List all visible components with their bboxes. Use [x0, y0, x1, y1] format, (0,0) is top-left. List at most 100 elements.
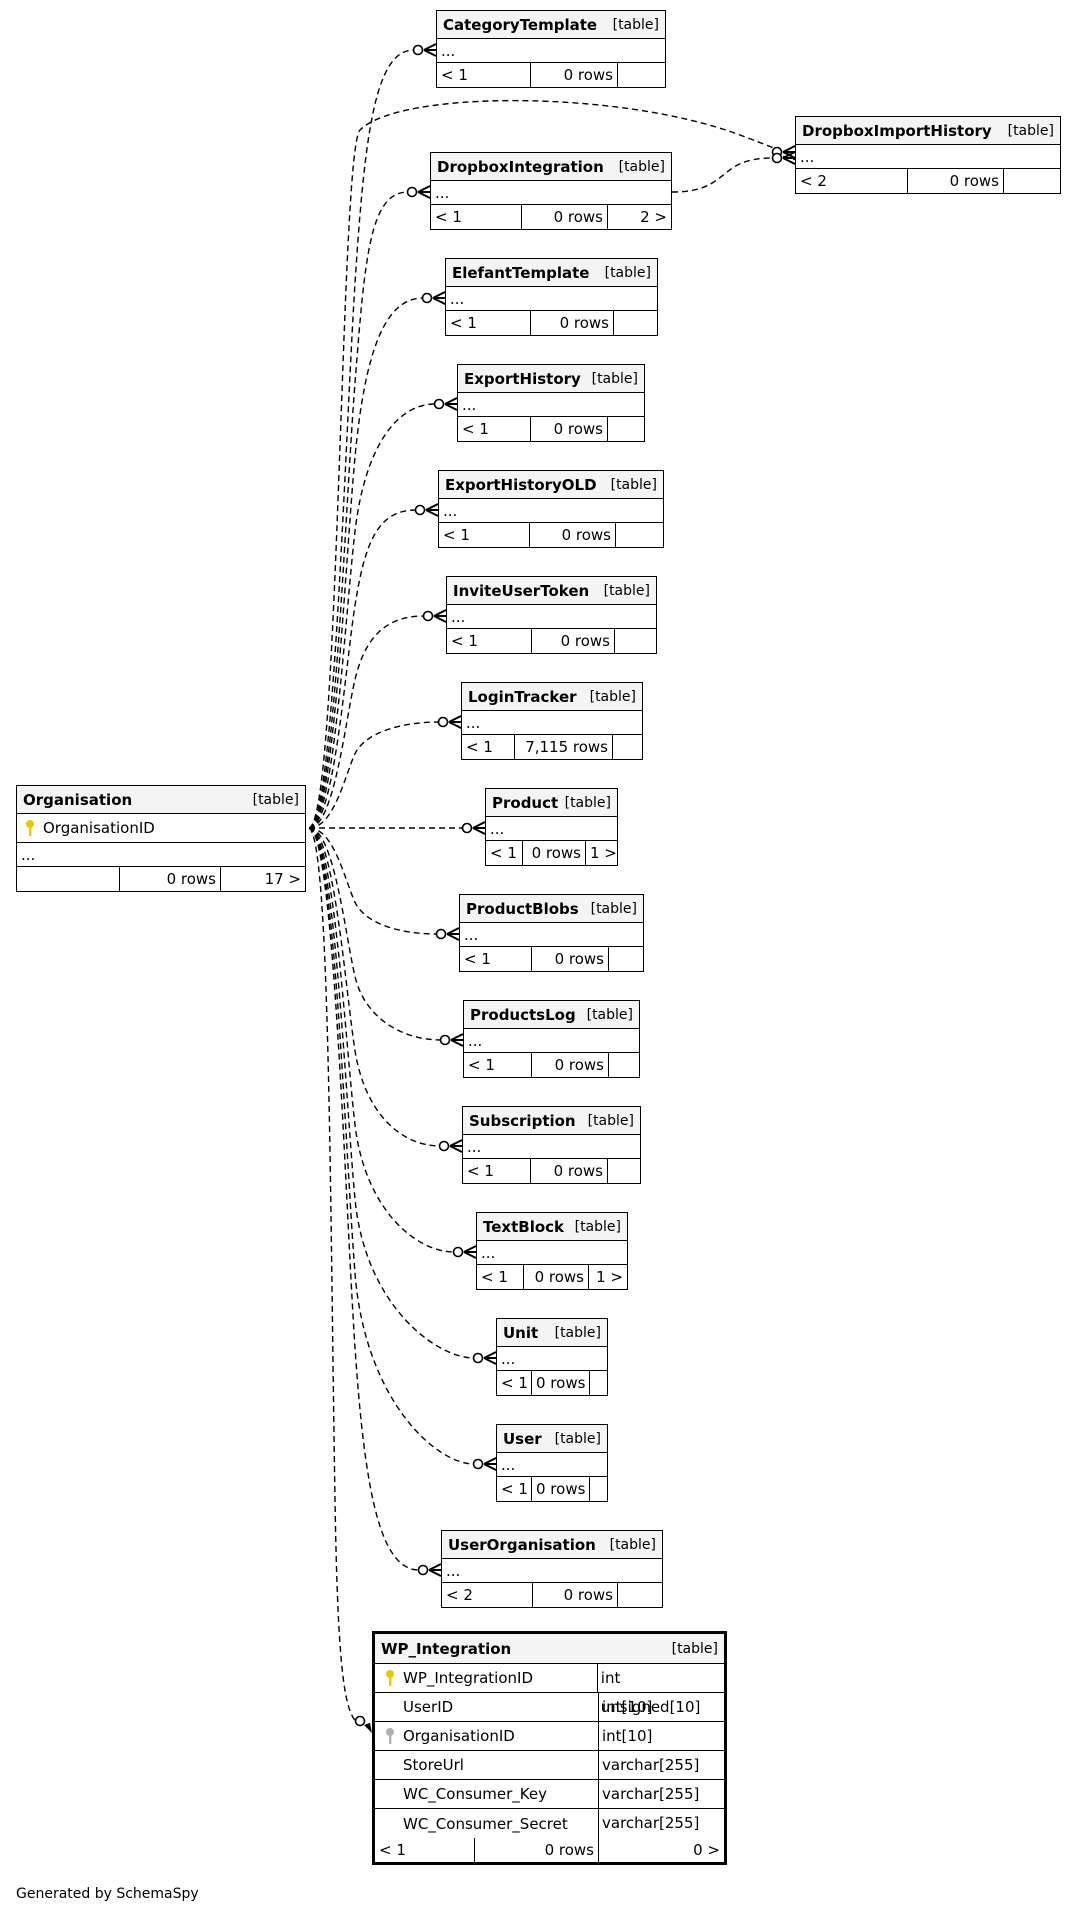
table-organisation[interactable]: Organisation [table] OrganisationID ... … [16, 785, 306, 892]
table-kind: [table] [586, 1006, 633, 1023]
column-name: UserID [403, 1698, 454, 1716]
column-type: int unsigned[10] [600, 1669, 701, 1716]
column-name: OrganisationID [403, 1727, 515, 1745]
foreign-key-icon [383, 1727, 403, 1745]
column-name-cell: WP_IntegrationID [375, 1664, 598, 1692]
more-columns: ... [463, 1135, 640, 1159]
column-name-cell: OrganisationID [375, 1722, 599, 1750]
column-row[interactable]: WP_IntegrationID int unsigned[10] [375, 1664, 724, 1716]
table-kind: [table] [603, 582, 650, 599]
edge-organisation-2-optional-mark [406, 186, 418, 198]
more-columns: ... [437, 39, 665, 63]
edge-dropbox-integration-import-many-mark [782, 151, 796, 165]
column-type: varchar[255] [602, 1756, 700, 1774]
row-count: 0 rows [524, 1265, 589, 1289]
edge-organisation-wp-integration-arrow [364, 1723, 372, 1733]
edge-organisation-13 [308, 827, 475, 1359]
edge-organisation-0-optional-mark [412, 44, 424, 56]
parents-count: < 1 [431, 205, 522, 229]
parents-count: < 2 [796, 169, 908, 193]
column-name: WP_IntegrationID [403, 1669, 534, 1687]
edge-organisation-9-optional-mark [435, 928, 447, 940]
table-kind: [table] [252, 791, 299, 808]
column-type: int[10] [602, 1727, 653, 1745]
table-header: ExportHistoryOLD[table] [439, 471, 663, 499]
column-row[interactable]: OrganisationID int[10] [375, 1722, 724, 1751]
table-header: ProductBlobs[table] [460, 895, 643, 923]
edge-organisation-11-optional-mark [438, 1140, 450, 1152]
table-footer: < 1 0 rows 0 > [375, 1838, 724, 1862]
more-columns: ... [486, 817, 617, 841]
column-name-cell: WC_Consumer_Key [375, 1780, 599, 1808]
column-type: int[10] [602, 1698, 653, 1716]
edge-organisation-15-many-mark [428, 1563, 442, 1577]
column-row[interactable]: UserID int[10] [375, 1693, 724, 1722]
edge-organisation-10 [308, 827, 442, 1041]
row-count: 0 rows [523, 841, 586, 865]
edge-organisation-6 [308, 615, 425, 829]
children-count [608, 1159, 640, 1183]
table-kind: [table] [609, 1536, 656, 1553]
table-kind: [table] [610, 476, 657, 493]
edge-organisation-7-many-mark [448, 715, 462, 729]
edge-organisation-15 [308, 827, 420, 1571]
table-kind: [table] [612, 16, 659, 33]
edge-organisation-12 [308, 827, 455, 1253]
table-header: ExportHistory[table] [458, 365, 644, 393]
children-count [609, 947, 643, 971]
edge-organisation-14-many-mark [483, 1457, 497, 1471]
edge-organisation-wp-integration-optional-mark [354, 1715, 366, 1727]
children-count [590, 1371, 607, 1395]
column-name-cell: WC_Consumer_Secret [375, 1809, 599, 1838]
table-name: DropboxIntegration [437, 157, 604, 176]
table-name: Product [492, 793, 559, 812]
table-name: Unit [503, 1323, 539, 1342]
edge-organisation-3-optional-mark [421, 292, 433, 304]
table-name: ProductsLog [470, 1005, 576, 1024]
generated-by-note: Generated by SchemaSpy [16, 1886, 199, 1902]
edge-organisation-7-optional-mark [437, 716, 449, 728]
table-header: InviteUserToken[table] [447, 577, 656, 605]
children-count [614, 311, 657, 335]
parents-count: < 1 [463, 1159, 531, 1183]
children-count: 2 > [640, 208, 667, 226]
table-kind: [table] [590, 900, 637, 917]
table-header: TextBlock[table] [477, 1213, 627, 1241]
column-type: varchar[255] [602, 1785, 700, 1803]
more-columns: ... [460, 923, 643, 947]
edge-dropbox-integration-import [671, 157, 774, 193]
row-count: 0 rows [532, 1477, 590, 1501]
table-kind: [table] [604, 264, 651, 281]
table-footer: 0 rows 17 > [17, 867, 305, 891]
table-name: WP_Integration [381, 1639, 512, 1658]
